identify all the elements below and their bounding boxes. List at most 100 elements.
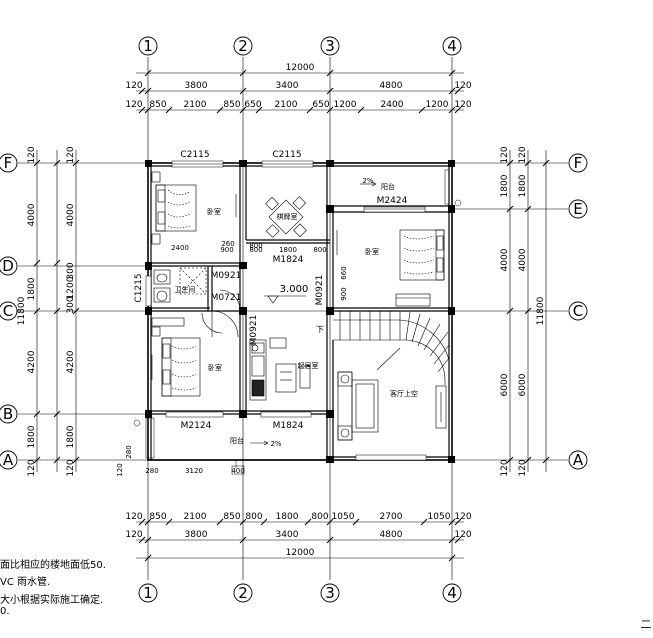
dim-bottom-inner-3: 850 bbox=[223, 512, 240, 522]
label-chess-room: 棋牌室 bbox=[277, 212, 298, 221]
dim-top-inner-2: 2100 bbox=[184, 100, 207, 110]
dim-misc-800b: 800 bbox=[313, 246, 326, 254]
axis-col-3-top: 3 bbox=[325, 37, 335, 55]
dim-misc-3120: 3120 bbox=[185, 467, 203, 475]
dim-left-inner-6: 1800 bbox=[66, 425, 76, 448]
dim-top-inner-7: 1200 bbox=[334, 100, 357, 110]
dim-top-mid-1: 3800 bbox=[185, 81, 208, 91]
dim-right-inner-4: 120 bbox=[518, 459, 528, 476]
dim-left-outer-3: 4200 bbox=[27, 350, 37, 373]
dim-top-total: 12000 bbox=[286, 63, 315, 73]
dim-bottom-mid-3: 4800 bbox=[380, 530, 403, 540]
dim-bottom-inner-10: 120 bbox=[454, 512, 471, 522]
label-door-m2124: M2124 bbox=[181, 421, 212, 431]
label-door-m0921-1: M0921 bbox=[211, 271, 242, 281]
dim-bottom-inner-4: 800 bbox=[245, 512, 262, 522]
axis-bubbles bbox=[0, 36, 588, 603]
label-living-room: 起居室 bbox=[298, 361, 319, 370]
void-sofa-set bbox=[337, 371, 447, 441]
structural-columns bbox=[145, 160, 455, 463]
dim-right-inner-3: 6000 bbox=[518, 373, 528, 396]
axis-col-1-top: 1 bbox=[143, 37, 153, 55]
dim-bottom-inner-1: 850 bbox=[149, 512, 166, 522]
label-window-c1215: C1215 bbox=[134, 273, 144, 302]
annotations-marks bbox=[250, 181, 377, 446]
dim-right-inner-2: 4000 bbox=[518, 248, 528, 271]
slope-bottom: 2% bbox=[270, 440, 281, 448]
staircase bbox=[333, 311, 450, 385]
dim-top-inner-4: 650 bbox=[244, 100, 261, 110]
dim-top-inner-1: 850 bbox=[149, 100, 166, 110]
label-bedroom-3: 卧室 bbox=[208, 363, 222, 372]
dim-bottom-inner-8: 2700 bbox=[380, 512, 403, 522]
label-door-m0721: M0721 bbox=[211, 293, 242, 303]
label-bathroom: 卫生间 bbox=[175, 285, 196, 294]
dim-right-total: 11800 bbox=[536, 296, 546, 325]
dim-left-inner-1: 4000 bbox=[66, 203, 76, 226]
label-window-c2115-1: C2115 bbox=[180, 150, 209, 160]
corner-mark: 二 bbox=[641, 618, 652, 631]
axis-grid-lines bbox=[18, 57, 568, 580]
axis-labels: 1 2 3 4 1 2 3 4 F D C B A F E C A bbox=[2, 37, 584, 602]
living-room-furniture bbox=[249, 337, 311, 401]
bottom-dimension-text: 120 850 2100 850 800 1800 800 1050 2700 … bbox=[125, 512, 471, 558]
note-line-3: 大小根据实际施工确定. bbox=[0, 595, 104, 606]
chess-table bbox=[265, 196, 307, 238]
dim-left-inner-0: 120 bbox=[66, 146, 76, 163]
label-window-m2424: M2424 bbox=[377, 196, 408, 206]
dim-left-outer-2: 1800 bbox=[27, 277, 37, 300]
right-dimension-text: 120 1800 4000 6000 120 120 1800 4000 600… bbox=[500, 146, 546, 476]
axis-row-F-left: F bbox=[4, 154, 13, 172]
dim-misc-1800: 1800 bbox=[279, 246, 297, 254]
dim-misc-280a: 280 bbox=[125, 445, 133, 458]
dimension-ticks bbox=[33, 69, 550, 562]
dim-misc-660: 660 bbox=[340, 266, 348, 279]
label-balcony-bottom: 阳台 bbox=[230, 436, 244, 445]
label-window-c2115-2: C2115 bbox=[272, 150, 301, 160]
dim-misc-260: 260 bbox=[221, 240, 234, 248]
axis-row-C-left: C bbox=[3, 302, 13, 320]
note-line-2: VC 雨水管. bbox=[0, 577, 51, 588]
dim-left-outer-0: 120 bbox=[27, 146, 37, 163]
axis-col-2-top: 2 bbox=[238, 37, 248, 55]
level-and-slope: 3.000 2% 2% 下 二 bbox=[270, 177, 651, 631]
dim-right-outer-0: 120 bbox=[500, 146, 510, 163]
dim-top-mid-0: 120 bbox=[125, 81, 142, 91]
dim-top-inner-10: 120 bbox=[454, 100, 471, 110]
dim-bottom-inner-9: 1050 bbox=[428, 512, 451, 522]
dim-bottom-mid-2: 3400 bbox=[276, 530, 299, 540]
dim-top-inner-3: 850 bbox=[223, 100, 240, 110]
axis-col-2-bottom: 2 bbox=[238, 584, 248, 602]
dim-misc-2400: 2400 bbox=[171, 244, 189, 252]
axis-row-B-left: B bbox=[3, 405, 13, 423]
label-door-m1824-bottom: M1824 bbox=[273, 421, 304, 431]
label-door-m0921-3: M0921 bbox=[249, 315, 259, 346]
dim-misc-120: 120 bbox=[116, 463, 124, 476]
axis-col-4-top: 4 bbox=[447, 37, 457, 55]
dim-bottom-mid-4: 120 bbox=[454, 530, 471, 540]
dim-top-inner-5: 2100 bbox=[275, 100, 298, 110]
dim-left-total: 11800 bbox=[17, 296, 27, 325]
dim-left-outer-4: 1800 bbox=[27, 425, 37, 448]
doors bbox=[151, 194, 338, 380]
label-door-m1824-top: M1824 bbox=[273, 255, 304, 265]
axis-col-4-bottom: 4 bbox=[447, 584, 457, 602]
label-bedroom-2: 卧室 bbox=[365, 247, 379, 256]
bathroom-fixtures bbox=[153, 267, 207, 303]
dim-top-inner-8: 2400 bbox=[381, 100, 404, 110]
label-void: 客厅上空 bbox=[390, 389, 418, 398]
dim-bottom-mid-0: 120 bbox=[125, 530, 142, 540]
dim-misc-900b: 900 bbox=[340, 287, 348, 300]
balcony-details bbox=[133, 169, 462, 475]
dim-left-inner-4: 300 bbox=[66, 296, 76, 313]
dim-left-outer-1: 4000 bbox=[27, 203, 37, 226]
dim-top-inner-6: 650 bbox=[312, 100, 329, 110]
note-line-4: 0. bbox=[0, 606, 10, 617]
bed-bedroom-3 bbox=[151, 317, 201, 397]
dim-top-mid-3: 4800 bbox=[380, 81, 403, 91]
opening-labels: C2115 C2115 M2424 M1824 M0921 M0721 C121… bbox=[134, 150, 408, 431]
axis-col-3-bottom: 3 bbox=[325, 584, 335, 602]
dimension-lines bbox=[36, 72, 547, 559]
dim-right-inner-0: 120 bbox=[518, 146, 528, 163]
